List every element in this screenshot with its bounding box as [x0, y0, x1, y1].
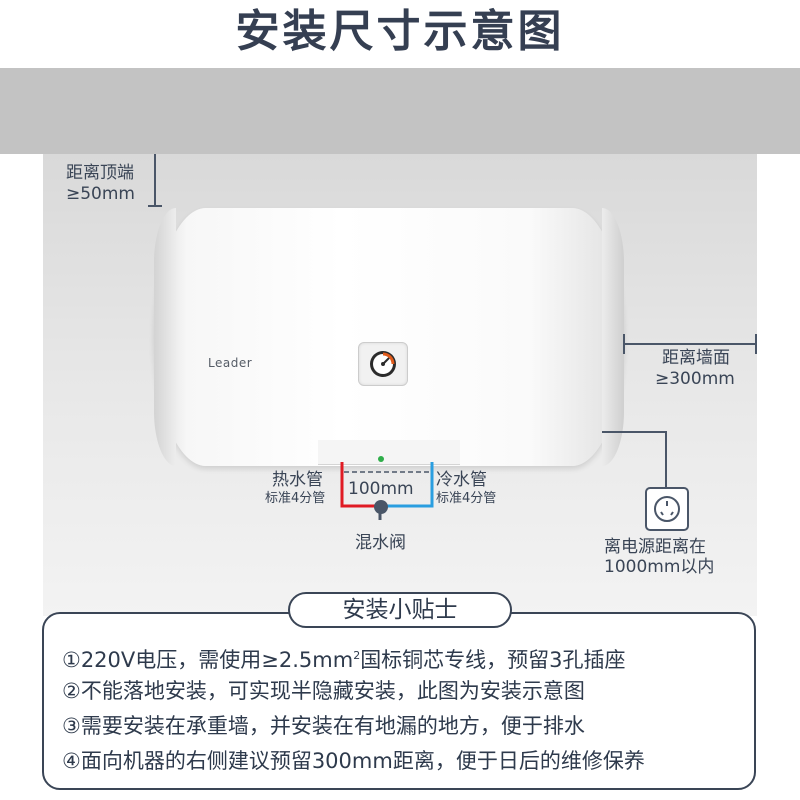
side-clearance-label-line2: ≥300mm: [655, 369, 735, 389]
mixing-valve-icon: [374, 500, 388, 514]
power-socket-icon: [645, 487, 689, 531]
tip-item-1: ①220V电压，需使用≥2.5mm2国标铜芯专线，预留3孔插座: [62, 648, 626, 672]
cold-pipe-label: 冷水管: [436, 470, 487, 490]
thermostat-dial-icon: [370, 351, 396, 377]
tank-end-cap-left: [154, 208, 176, 466]
water-heater-tank: [154, 208, 624, 466]
top-clearance-marker: [148, 154, 162, 207]
ceiling: [0, 68, 800, 154]
top-clearance-label-line2: ≥50mm: [66, 184, 135, 204]
page-title: 安装尺寸示意图: [235, 6, 565, 57]
hot-water-pipe: [340, 462, 380, 508]
tip-item-4: ④面向机器的右侧建议预留300mm距离，便于日后的维修保养: [62, 749, 645, 773]
tip-item-2: ②不能落地安装，可实现半隐藏安装，此图为安装示意图: [62, 679, 585, 703]
socket-label-line1: 离电源距离在: [604, 537, 706, 557]
mixing-valve-label: 混水阀: [355, 533, 406, 553]
brand-logo: Leader: [208, 356, 253, 370]
tank-end-cap-right: [602, 208, 624, 466]
pipe-spacing-label: 100mm: [348, 479, 414, 499]
side-area-left: [0, 154, 43, 616]
socket-label-line2: 1000mm以内: [604, 557, 715, 577]
cold-pipe-spec-label: 标准4分管: [436, 491, 497, 506]
tank-bottom-plate: [318, 440, 460, 465]
hot-pipe-label: 热水管: [272, 470, 323, 490]
side-clearance-marker: [623, 334, 757, 354]
cold-water-pipe: [380, 462, 434, 508]
power-cord: [602, 431, 667, 488]
control-panel: [358, 342, 408, 386]
tips-heading: 安装小贴士: [288, 592, 512, 628]
indicator-light-icon: [378, 456, 384, 462]
hot-pipe-spec-label: 标准4分管: [265, 491, 326, 506]
tip-item-3: ③需要安装在承重墙，并安装在有地漏的地方，便于排水: [62, 714, 585, 738]
side-area-right: [757, 154, 800, 616]
tips-box: [42, 612, 756, 790]
top-clearance-label-line1: 距离顶端: [66, 163, 134, 183]
side-clearance-label-line1: 距离墙面: [662, 348, 730, 368]
